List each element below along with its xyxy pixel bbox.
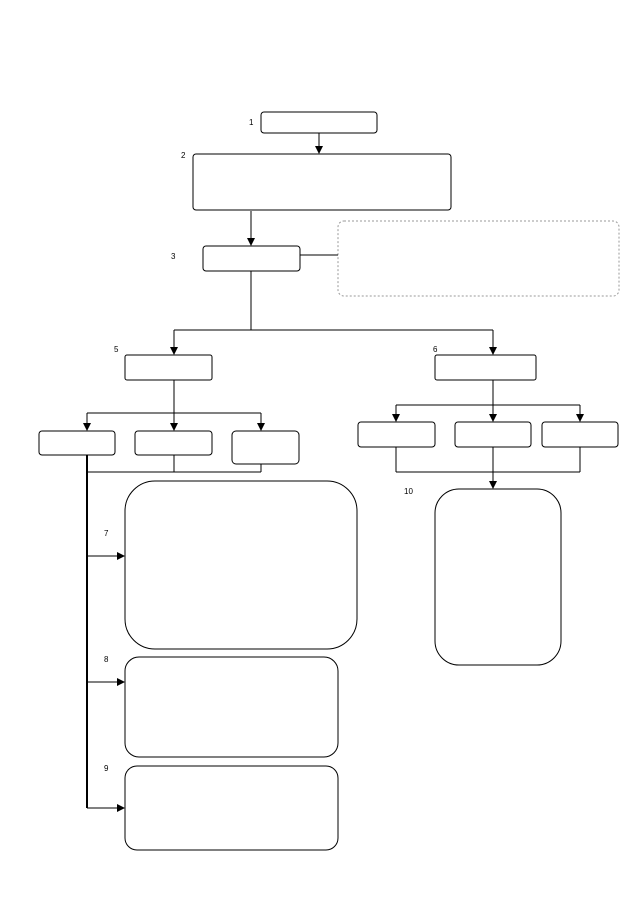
box-6b [454,421,532,448]
box-7 [124,480,358,650]
note-box [337,220,620,297]
box-5 [124,354,213,381]
box-6 [434,354,537,381]
box-5b [134,430,213,456]
label-2: 2 [181,151,186,160]
box-10 [434,488,562,666]
box-6c [541,421,619,448]
label-9: 9 [104,764,109,773]
label-1: 1 [249,118,254,127]
box-9 [124,765,339,851]
label-6: 6 [433,345,438,354]
box-2 [192,153,452,211]
box-3 [202,245,301,272]
label-7: 7 [104,529,109,538]
label-10: 10 [404,487,413,496]
box-8 [124,656,339,758]
box-6a [357,421,436,448]
label-3: 3 [171,252,176,261]
box-5a [38,430,116,456]
box-5c [231,430,300,465]
label-8: 8 [104,655,109,664]
box-1 [260,111,378,134]
label-5: 5 [114,345,119,354]
